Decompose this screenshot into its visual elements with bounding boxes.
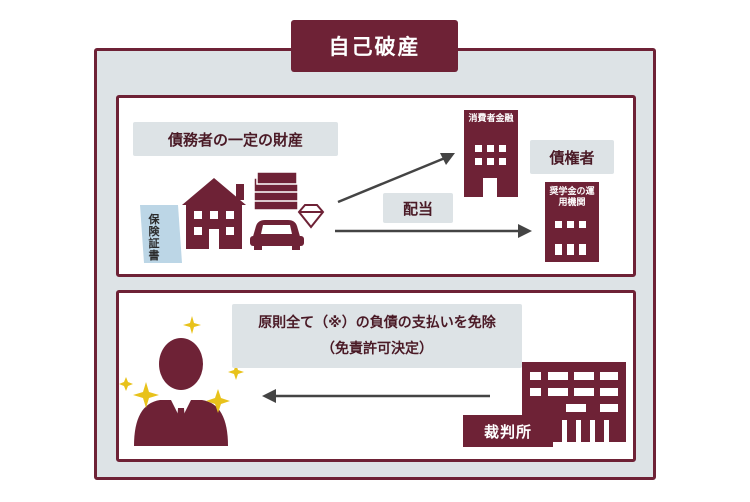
car-icon — [250, 220, 304, 250]
creditors-label: 債権者 — [530, 140, 614, 174]
property-label: 債務者の一定の財産 — [133, 122, 338, 156]
discharge-text: 原則全て（※）の負債の支払いを免除 — [258, 315, 496, 331]
sparkle-icon — [206, 389, 230, 413]
sparkle-icon — [119, 377, 133, 391]
dividend-label: 配当 — [383, 193, 453, 223]
sparkle-icons — [119, 316, 244, 413]
arrow-to-consumer-finance — [337, 156, 446, 204]
scholarship-org-building-icon — [545, 182, 599, 262]
sparkle-icon — [228, 364, 244, 380]
discharge-decision-text: （免責許可決定） — [321, 341, 433, 357]
banknotes-icon — [253, 171, 299, 211]
house-icon — [182, 178, 246, 249]
discharge-label: 原則全て（※）の負債の支払いを免除 （免責許可決定） — [232, 304, 522, 368]
sparkle-icon — [183, 316, 201, 334]
diamond-icon — [297, 204, 325, 229]
insurance-certificate-icon — [140, 205, 182, 263]
person-icon — [134, 338, 228, 446]
insurance-certificate-label: 保険証書 — [148, 213, 160, 262]
page-title: 自己破産 — [291, 20, 458, 72]
consumer-finance-building-icon — [464, 110, 518, 197]
sparkle-icon — [133, 382, 159, 408]
consumer-finance-label: 消費者金融 — [468, 114, 514, 124]
scholarship-org-label: 奨学金の運用機関 — [549, 187, 595, 208]
court-label: 裁判所 — [463, 415, 553, 447]
